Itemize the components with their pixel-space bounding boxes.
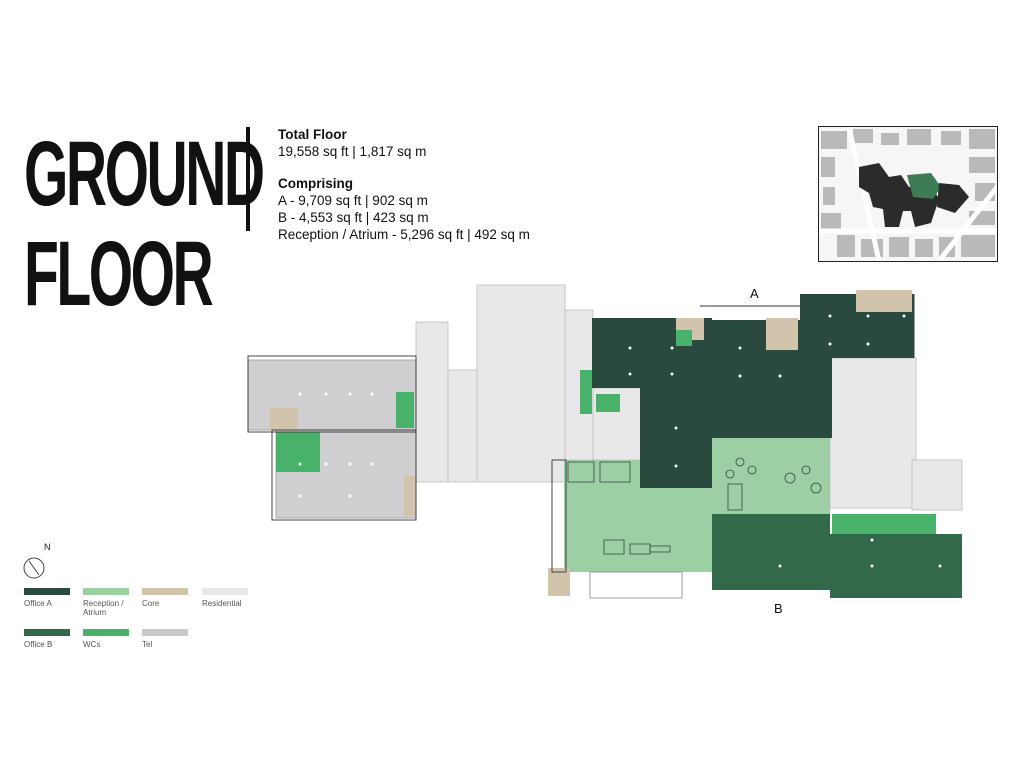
legend-item-core: Core: [142, 588, 192, 608]
legend-swatch: [83, 629, 129, 636]
legend-swatch: [24, 629, 70, 636]
plan-outlines: [247, 294, 915, 573]
north-compass: N: [22, 542, 51, 582]
legend-swatch: [24, 588, 70, 595]
total-floor-value: 19,558 sq ft | 1,817 sq m: [278, 144, 427, 159]
location-key-map: [818, 126, 998, 262]
legend-swatch: [142, 629, 188, 636]
comprising-item-reception: Reception / Atrium - 5,296 sq ft | 492 s…: [278, 227, 530, 242]
legend-item-wcs: WCs: [83, 629, 133, 649]
structural-columns: [628, 314, 942, 568]
entrance-strip: [548, 568, 683, 599]
key-map-drawing: [819, 127, 997, 261]
total-floor-heading: Total Floor: [278, 127, 347, 142]
legend-swatch: [142, 588, 188, 595]
wing-b-label: B: [774, 601, 783, 616]
comprising-item-a: A - 9,709 sq ft | 902 sq m: [278, 193, 428, 208]
legend-label: Tel: [142, 640, 153, 649]
legend-item-reception-atrium: Reception / Atrium: [83, 588, 133, 617]
legend-swatch: [202, 588, 248, 595]
tel-columns: [298, 392, 374, 498]
legend-item-tel: Tel: [142, 629, 192, 649]
reception-details: [567, 391, 829, 555]
compass-icon: [23, 557, 45, 579]
legend-item-office-a: Office A: [24, 588, 74, 608]
legend-label: Reception / Atrium: [83, 599, 124, 617]
legend-item-residential: Residential: [202, 588, 252, 608]
legend-label: Core: [142, 599, 160, 608]
comprising-item-b: B - 4,553 sq ft | 423 sq m: [278, 210, 429, 225]
comprising-heading: Comprising: [278, 176, 354, 191]
legend-swatch: [83, 588, 129, 595]
legend-label: Office B: [24, 640, 53, 649]
legend-item-office-b: Office B: [24, 629, 74, 649]
wc-zones: [276, 330, 936, 534]
reception-atrium-zones: [564, 438, 830, 572]
wing-a-label: A: [750, 286, 759, 301]
legend-label: WCs: [83, 640, 101, 649]
area-summary: Total Floor 19,558 sq ft | 1,817 sq m Co…: [278, 126, 530, 243]
north-label: N: [44, 542, 51, 552]
legend-label: Residential: [202, 599, 242, 608]
tel-zones: [247, 359, 417, 519]
legend-label: Office A: [24, 599, 52, 608]
core-zones: [270, 290, 912, 516]
residential-zones: [415, 284, 963, 511]
title-divider: [246, 127, 250, 231]
